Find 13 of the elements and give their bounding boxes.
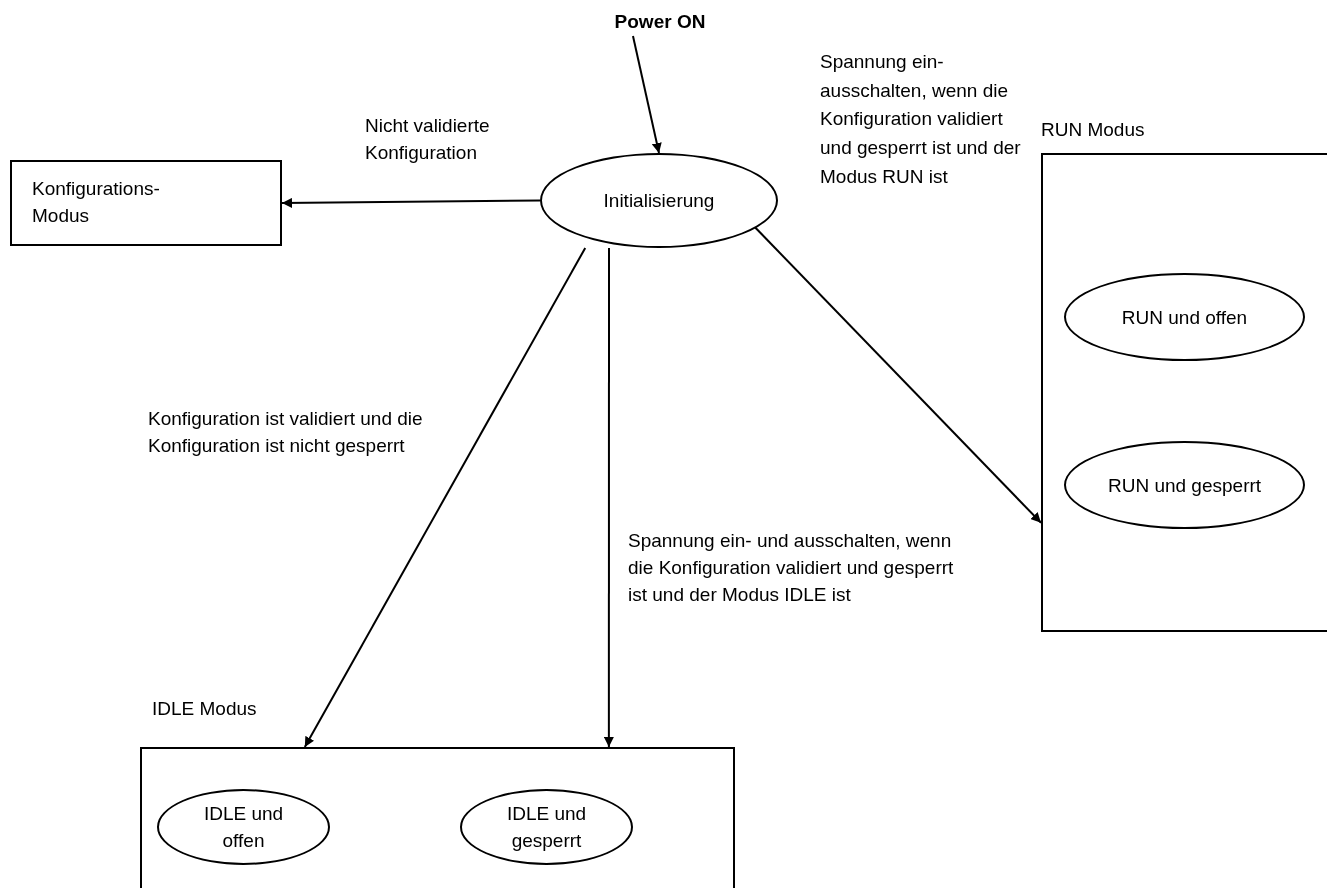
state-ellipse: IDLE und gesperrt [460, 789, 633, 865]
arrow [281, 197, 541, 208]
state-ellipse: IDLE und offen [157, 789, 330, 865]
arrow [303, 247, 587, 748]
state-box: Konfigurations-Modus [10, 160, 282, 246]
group-heading: IDLE Modus [152, 697, 257, 721]
start-label: Power ON [590, 8, 730, 36]
group-heading: RUN Modus [1041, 118, 1145, 142]
arrow [603, 247, 614, 748]
state-ellipse: RUN und gesperrt [1064, 441, 1305, 529]
state-ellipse: Initialisierung [540, 153, 778, 248]
state-ellipse: RUN und offen [1064, 273, 1305, 361]
arrow [632, 35, 662, 154]
